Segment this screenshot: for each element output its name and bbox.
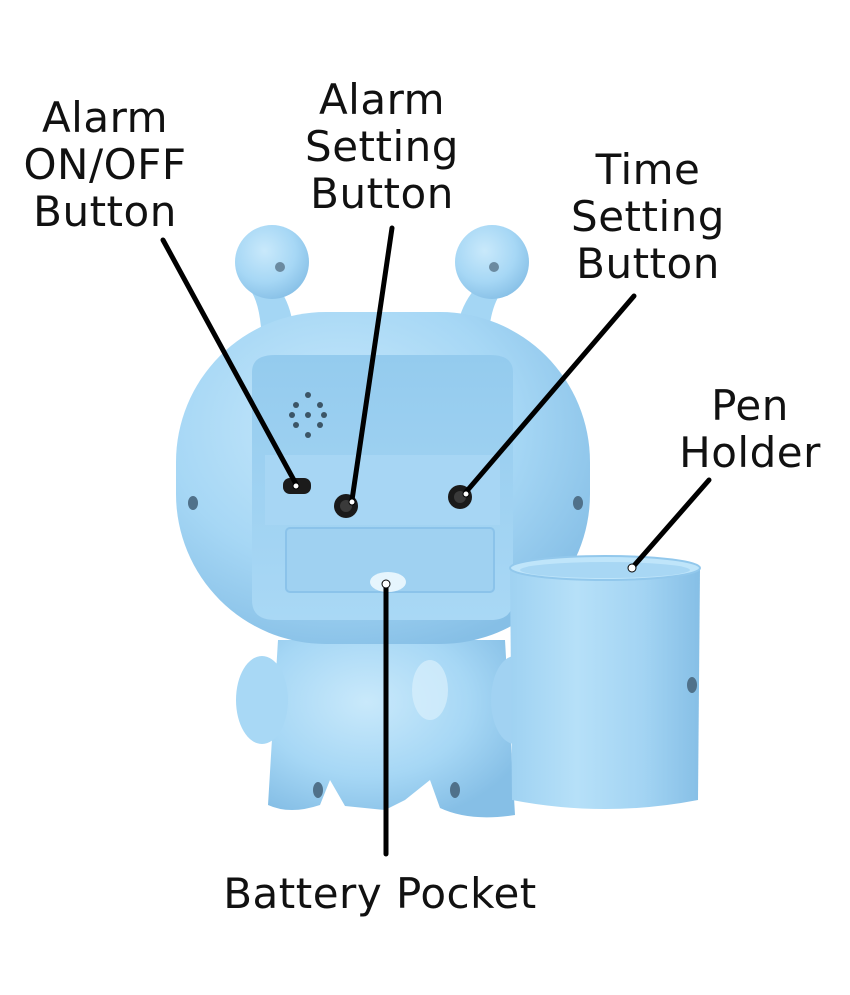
label-alarm-setting-button: Alarm Setting Button [282,76,482,217]
label-alarm-onoff-button: Alarm ON/OFF Button [0,94,210,235]
label-line: Button [576,239,720,288]
label-pen-holder: Pen Holder [660,382,840,476]
label-line: Holder [679,428,821,477]
leader-time-setting [463,293,637,495]
label-line: Battery Pocket [223,869,537,918]
label-line: Setting [305,122,459,171]
label-line: ON/OFF [23,140,187,189]
label-line: Time [595,145,701,194]
label-line: Alarm [41,93,169,142]
label-battery-pocket: Battery Pocket [150,870,610,917]
label-line: Button [310,169,454,218]
leader-pen-holder [629,477,712,571]
speaker-grill [289,392,327,438]
label-line: Alarm [318,75,446,124]
leader-alarm-setting [349,225,395,503]
label-line: Setting [571,192,725,241]
label-time-setting-button: Time Setting Button [548,146,748,287]
leader-lines [160,225,712,857]
leader-dots [292,482,637,589]
clock-head [176,312,590,644]
label-line: Pen [711,381,789,430]
label-line: Button [33,187,177,236]
pen-holder-cup [509,555,701,809]
leader-alarm-onoff [160,237,299,487]
